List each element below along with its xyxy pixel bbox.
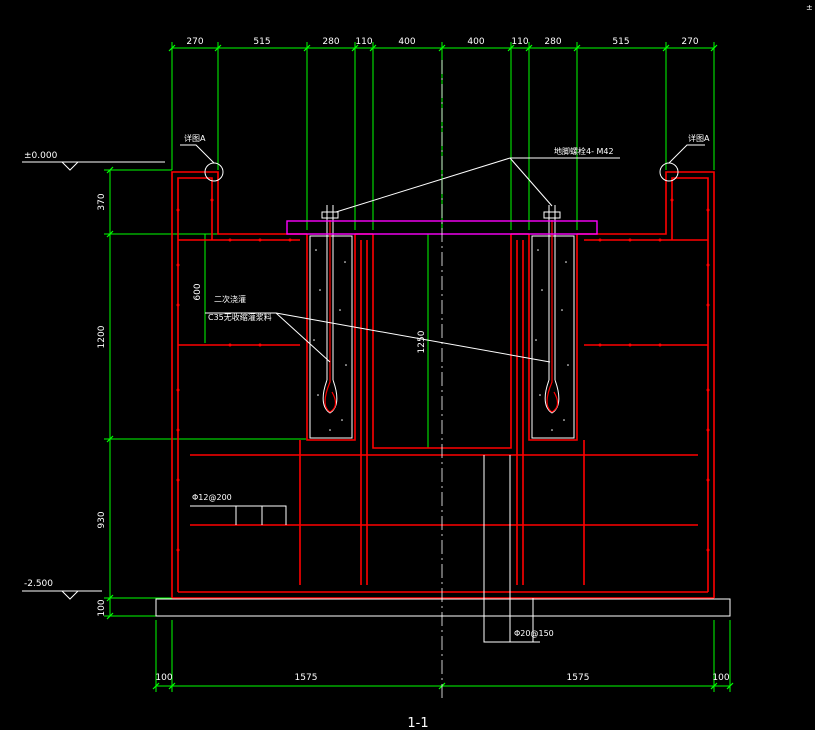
foundation-outline [171,171,715,599]
top-dimension-labels: 270 515 280 110 400 400 110 280 515 270 [186,37,698,47]
base-slab [155,598,731,617]
corner-mark: ± [806,3,813,12]
top-dim-9: 515 [612,37,629,47]
grout-label-line2: C35无收缩灌浆料 [208,312,272,322]
bottom-dim-3: 1575 [567,673,590,683]
leader-lines [180,144,705,643]
elevation-bottom-label: -2.500 [24,579,53,589]
left-dim-1: 370 [97,193,107,210]
detail-a-label-left: 详图A [184,133,206,143]
elevation-marks [22,161,165,600]
inner-dim-600: 600 [193,283,203,300]
rebar-dots [176,198,710,552]
anchor-bolt-right-core [546,220,559,413]
bottom-dimension-labels: 100 1575 1575 100 [155,673,729,683]
left-dim-4: 100 [97,599,107,616]
bottom-dim-2: 1575 [295,673,318,683]
anchor-bolt-label: 地脚螺栓4- M42 [554,146,614,156]
inner-dim-1250: 1250 [417,330,427,353]
rebar-12-label: Φ12@200 [192,493,232,502]
top-dim-10: 270 [681,37,698,47]
top-dim-3: 280 [322,37,339,47]
anchor-bolt-left-core [324,220,337,413]
elevation-top-label: ±0.000 [24,151,58,161]
top-dim-8: 280 [544,37,561,47]
dimension-lines [104,42,734,692]
left-dim-3: 930 [97,511,107,528]
detail-a-label-right: 详图A [688,133,710,143]
left-dimension-labels: 370 1200 930 100 600 1250 [97,193,427,616]
top-dim-1: 270 [186,37,203,47]
grout-speckle [313,249,569,431]
rebar-20-label: Φ20@150 [514,629,554,638]
bottom-dim-1: 100 [155,673,172,683]
top-dim-7: 110 [511,37,528,47]
grout-pockets [309,235,575,439]
section-title: 1-1 [407,716,428,730]
top-dim-2: 515 [253,37,270,47]
bottom-dim-4: 100 [712,673,729,683]
left-dim-2: 1200 [97,325,107,348]
top-dim-6: 400 [467,37,484,47]
top-dim-5: 400 [398,37,415,47]
top-dim-4: 110 [355,37,372,47]
grout-label-line1: 二次浇灌 [214,294,246,304]
